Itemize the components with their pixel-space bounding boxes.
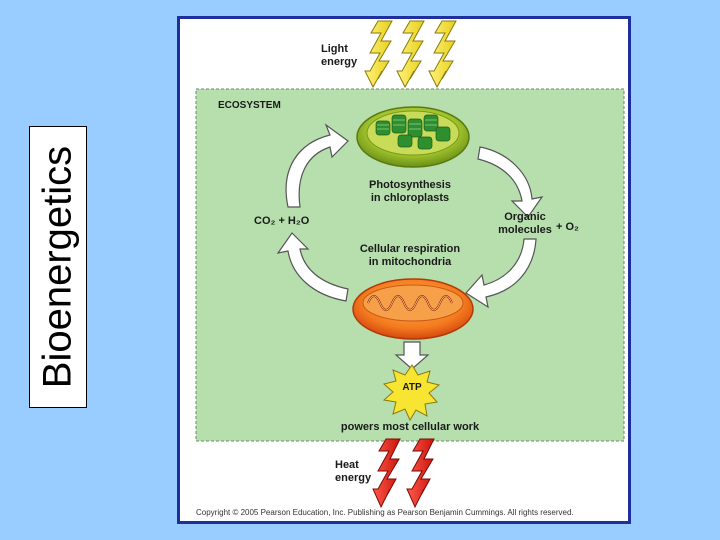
diagram-canvas [195,20,625,509]
ecosystem-label: ECOSYSTEM [218,100,281,111]
photosynthesis-line-1: Photosynthesis [369,179,451,191]
organic-molecules-label: Organic molecules [494,211,556,237]
heat-bolt-icon [372,438,435,509]
powers-work-label: powers most cellular work [340,421,480,433]
light-energy-line-2: energy [321,56,358,68]
atp-starburst-icon [382,364,441,422]
heat-energy-line-2: energy [335,472,372,484]
copyright-notice: Copyright © 2005 Pearson Education, Inc.… [196,508,574,517]
light-energy-line-1: Light [321,43,348,55]
heat-energy-line-1: Heat [335,459,359,471]
co2-h2o-label: CO₂ + H₂O [254,215,310,227]
organic-line-2: molecules [498,224,552,236]
down-arrow-icon [394,341,430,370]
photosynthesis-label: Photosynthesis in chloroplasts [350,179,470,205]
light-energy-label: Light energy [321,43,357,69]
respiration-line-2: in mitochondria [368,256,452,268]
respiration-label: Cellular respiration in mitochondria [340,243,480,269]
mitochondrion-icon [352,278,474,340]
side-title: Bioenergetics [35,145,80,389]
side-title-box: Bioenergetics [29,126,87,408]
heat-energy-label: Heat energy [335,459,371,485]
chloroplast-icon [356,106,470,168]
respiration-line-1: Cellular respiration [359,243,461,255]
atp-label: ATP [402,382,422,393]
organic-line-1: Organic [504,211,546,223]
diagram-figure: Light energy ECOSYSTEM Photosynthesis in… [177,16,631,524]
o2-label: + O₂ [556,221,579,233]
light-bolt-icon [364,20,457,89]
photosynthesis-line-2: in chloroplasts [370,192,450,204]
cycle-arrows [276,123,544,309]
